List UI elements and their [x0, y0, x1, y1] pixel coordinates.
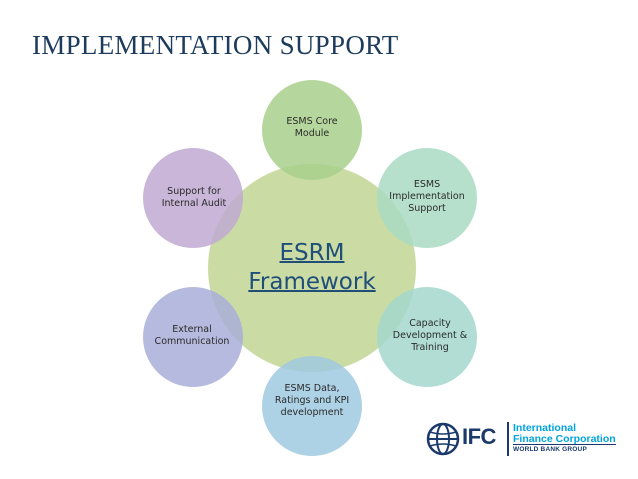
- center-label: ESRM Framework: [248, 239, 375, 297]
- node-label-line: ESMS: [413, 179, 441, 190]
- node-label-line: Capacity: [409, 318, 451, 329]
- node-label-line: Module: [294, 128, 330, 139]
- node-circle-support-internal-audit: [143, 148, 243, 248]
- node-circle-capacity-development-training: [377, 287, 477, 387]
- logo-separator: [513, 444, 616, 445]
- logo-divider: [507, 422, 509, 456]
- center-label-line2: Framework: [248, 269, 376, 295]
- node-label-line: Internal Audit: [161, 198, 227, 209]
- globe-icon: [426, 422, 460, 456]
- logo-group: WORLD BANK GROUP: [513, 446, 587, 453]
- node-label-line: External: [172, 324, 212, 335]
- node-label-capacity-development-training: Capacity Development & Training: [393, 318, 467, 354]
- center-circle: [208, 164, 416, 372]
- node-label-line: Implementation: [389, 191, 465, 202]
- node-label-esms-data-ratings-kpi: ESMS Data, Ratings and KPI development: [275, 383, 349, 419]
- node-label-line: development: [280, 407, 344, 418]
- node-label-line: Support: [408, 203, 446, 214]
- logo-line1: International: [513, 422, 577, 434]
- page-title: IMPLEMENTATION SUPPORT: [32, 30, 399, 60]
- node-label-line: ESMS Core: [286, 116, 338, 127]
- node-label-esms-core-module: ESMS Core Module: [286, 116, 337, 140]
- node-circle-esms-implementation-support: [377, 148, 477, 248]
- node-label-line: ESMS Data,: [284, 383, 340, 394]
- node-label-line: Development &: [392, 330, 468, 341]
- node-label-support-internal-audit: Support for Internal Audit: [162, 186, 227, 210]
- node-label-esms-implementation-support: ESMS Implementation Support: [389, 179, 464, 215]
- node-circle-esms-data-ratings-kpi: [262, 356, 362, 456]
- center-label-line1: ESRM: [279, 240, 345, 266]
- logo-line2: Finance Corporation: [513, 433, 616, 445]
- node-label-line: Ratings and KPI: [274, 395, 350, 406]
- logo-abbr: IFC: [462, 424, 496, 449]
- node-circle-external-communication: [143, 287, 243, 387]
- ifc-logo: IFC International Finance Corporation WO…: [424, 418, 624, 460]
- node-label-line: Training: [411, 342, 449, 353]
- node-label-line: Communication: [154, 336, 230, 347]
- node-label-line: Support for: [167, 186, 221, 197]
- node-label-external-communication: External Communication: [155, 324, 230, 348]
- node-circle-esms-core-module: [262, 80, 362, 180]
